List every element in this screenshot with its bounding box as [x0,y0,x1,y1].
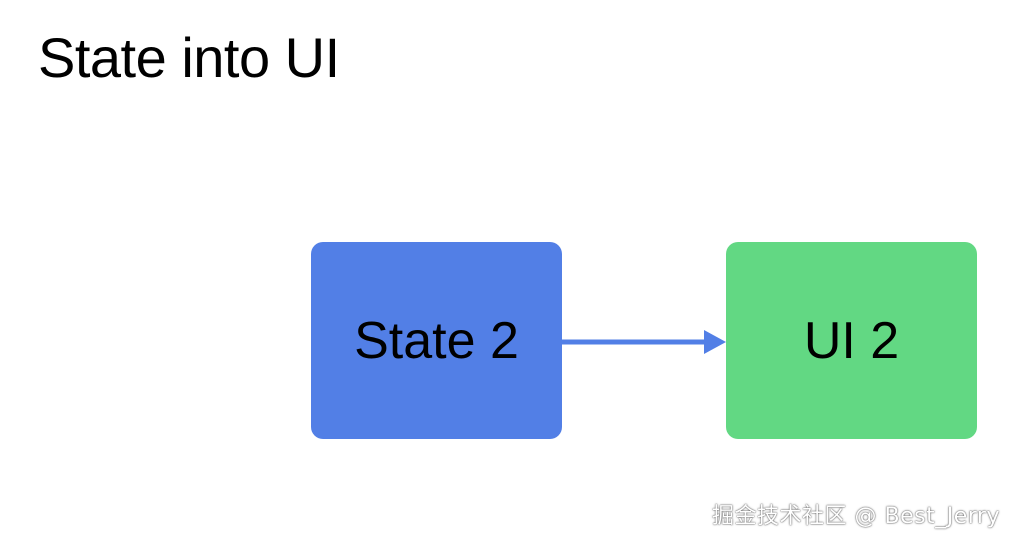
ui-box-label: UI 2 [803,311,900,370]
state-box-label: State 2 [354,311,519,370]
flow-arrow [562,330,726,354]
watermark: 掘金技术社区 @ Best_Jerry [712,504,1000,529]
ui-box: UI 2 [726,242,977,439]
state-box: State 2 [311,242,562,439]
slide-title: State into UI [38,26,340,89]
flow-arrow-head [704,330,726,354]
